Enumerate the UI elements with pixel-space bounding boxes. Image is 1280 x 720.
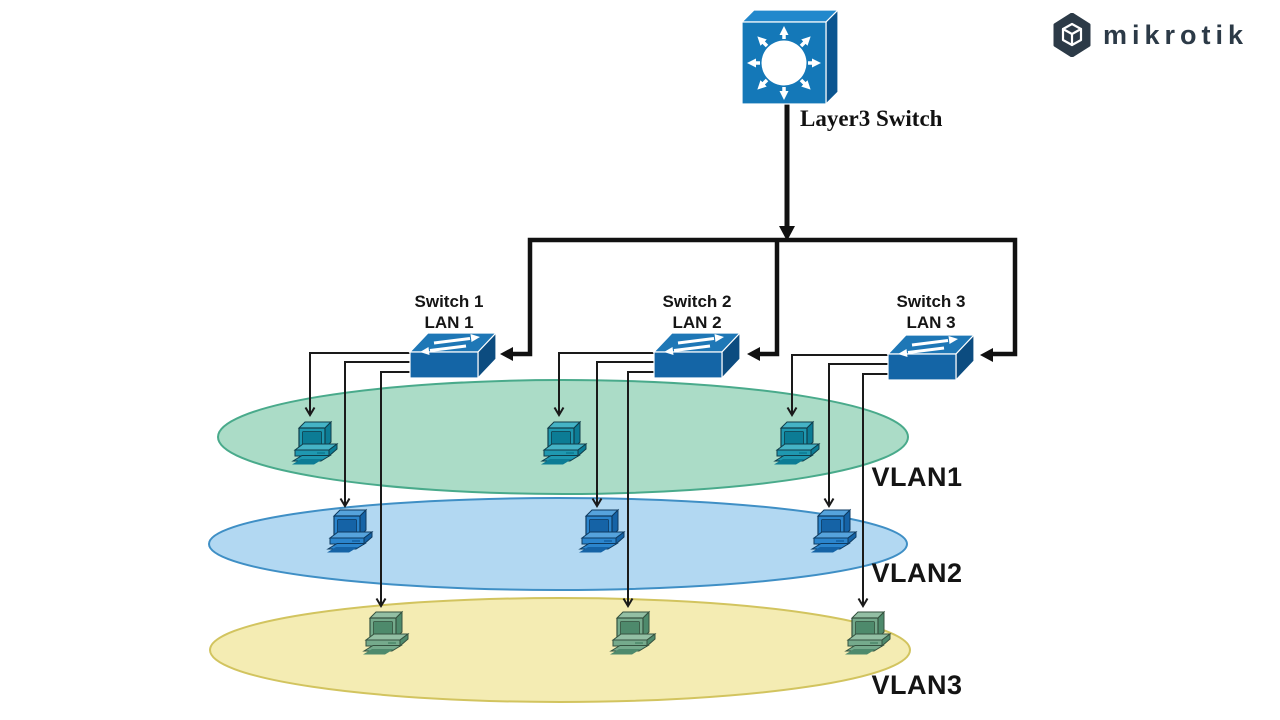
switch-1-name: Switch 1	[414, 292, 484, 311]
trunk-down-arrowhead	[779, 226, 795, 241]
switch3-access-links	[786, 354, 890, 608]
layer3-switch-label: Layer3 Switch	[800, 106, 943, 131]
switch-3-name: Switch 3	[896, 292, 966, 311]
switch-1-lan: LAN 1	[424, 313, 474, 332]
vlan2-label: VLAN2	[871, 558, 963, 588]
vlan3-ellipse	[209, 597, 911, 703]
switch-2-name: Switch 2	[662, 292, 732, 311]
trunk-arrowhead-switch2	[747, 347, 760, 361]
trunk-arrowhead-switch3	[980, 348, 993, 362]
vlan3-label: VLAN3	[871, 670, 963, 700]
switch-2-icon	[652, 331, 742, 380]
switch2-access-links	[553, 352, 656, 608]
trunk-arrowhead-switch1	[500, 347, 513, 361]
switch-3-label: Switch 3 LAN 3	[897, 291, 966, 333]
switch1-access-links	[304, 352, 412, 608]
vlan2-ellipse	[208, 497, 908, 591]
switch-1-label: Switch 1 LAN 1	[415, 291, 484, 333]
switch-2-lan: LAN 2	[672, 313, 722, 332]
trunk-links	[500, 104, 1018, 362]
mikrotik-logo: mikrotik	[1052, 13, 1248, 57]
layer3-switch-icon	[740, 8, 840, 106]
mikrotik-cube-icon	[1053, 13, 1091, 57]
switch-1-icon	[408, 331, 498, 380]
switch-3-lan: LAN 3	[906, 313, 956, 332]
switch-3-icon	[886, 333, 976, 382]
vlan1-label: VLAN1	[871, 462, 963, 492]
switch-2-label: Switch 2 LAN 2	[663, 291, 732, 333]
mikrotik-wordmark: mikrotik	[1102, 19, 1248, 50]
